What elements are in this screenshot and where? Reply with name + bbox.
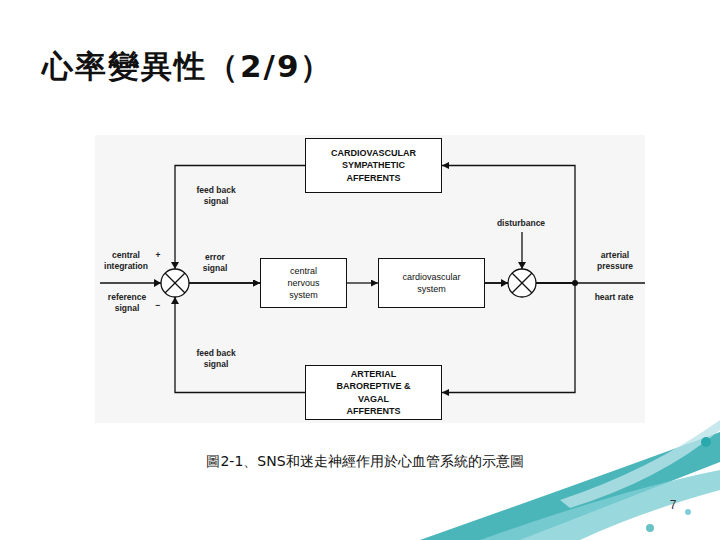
- process-box: central nervous system: [260, 258, 347, 308]
- figure-caption: 圖2-1、SNS和迷走神經作用於心血管系統的示意圖: [100, 453, 630, 471]
- signal-label: error signal: [192, 252, 238, 273]
- arrow-head: [518, 262, 526, 269]
- box-label: CARDIOVASCULAR SYMPATHETIC AFFERENTS: [326, 147, 422, 183]
- page-number: 7: [666, 498, 680, 513]
- signal-arrow: [442, 166, 575, 284]
- junction-cross: [512, 273, 532, 293]
- signal-label: −: [153, 300, 163, 311]
- signal-arrow: [175, 283, 305, 393]
- output-wire: [536, 282, 645, 283]
- signal-arrow: [175, 166, 305, 284]
- signal-arrow: [442, 283, 575, 393]
- deco-dot: [685, 509, 691, 515]
- box-label: cardiovascular system: [392, 271, 472, 295]
- pale-swoosh: [560, 420, 720, 508]
- disturbance-wire: [521, 232, 522, 269]
- arrow-head: [501, 279, 508, 287]
- signal-label: reference signal: [98, 292, 156, 313]
- junction-cross: [512, 273, 532, 293]
- signal-label: +: [153, 250, 163, 261]
- process-box: CARDIOVASCULAR SYMPATHETIC AFFERENTS: [305, 138, 442, 193]
- box-text-group: central nervous system: [279, 265, 329, 301]
- signal-label: arterial pressure: [590, 250, 640, 271]
- slide-title: 心率變異性（2/9）: [42, 46, 333, 88]
- signal-label: central integration: [96, 250, 156, 271]
- junction-cross: [165, 273, 185, 293]
- box-text-group: ARTERIAL BAROREPTIVE & VAGAL AFFERENTS: [332, 368, 416, 417]
- signal-label: heart rate: [592, 292, 636, 303]
- signal-arrow: [347, 282, 378, 283]
- box-text-group: CARDIOVASCULAR SYMPATHETIC AFFERENTS: [326, 147, 422, 183]
- box-label: ARTERIAL BAROREPTIVE & VAGAL AFFERENTS: [332, 368, 416, 417]
- junction-cross: [165, 273, 185, 293]
- arrow-head: [154, 279, 161, 287]
- signal-label: disturbance: [486, 218, 556, 229]
- process-box: cardiovascular system: [378, 258, 485, 308]
- deco-dot: [646, 524, 654, 532]
- summing-junction: [508, 269, 536, 297]
- teal-swoosh: [420, 432, 720, 540]
- box-label: central nervous system: [279, 265, 329, 301]
- input-wire: [100, 282, 161, 283]
- process-box: ARTERIAL BAROREPTIVE & VAGAL AFFERENTS: [305, 365, 442, 420]
- summing-junction: [161, 269, 189, 297]
- signal-label: feed back signal: [188, 185, 244, 206]
- diagram-background: [95, 135, 645, 423]
- arrow-head: [171, 297, 179, 304]
- deco-dot: [701, 437, 711, 447]
- branch-dot: [572, 280, 578, 286]
- arrow-head: [171, 262, 179, 269]
- signal-label: feed back signal: [188, 348, 244, 369]
- box-text-group: cardiovascular system: [392, 271, 472, 295]
- light-swoosh: [480, 470, 720, 540]
